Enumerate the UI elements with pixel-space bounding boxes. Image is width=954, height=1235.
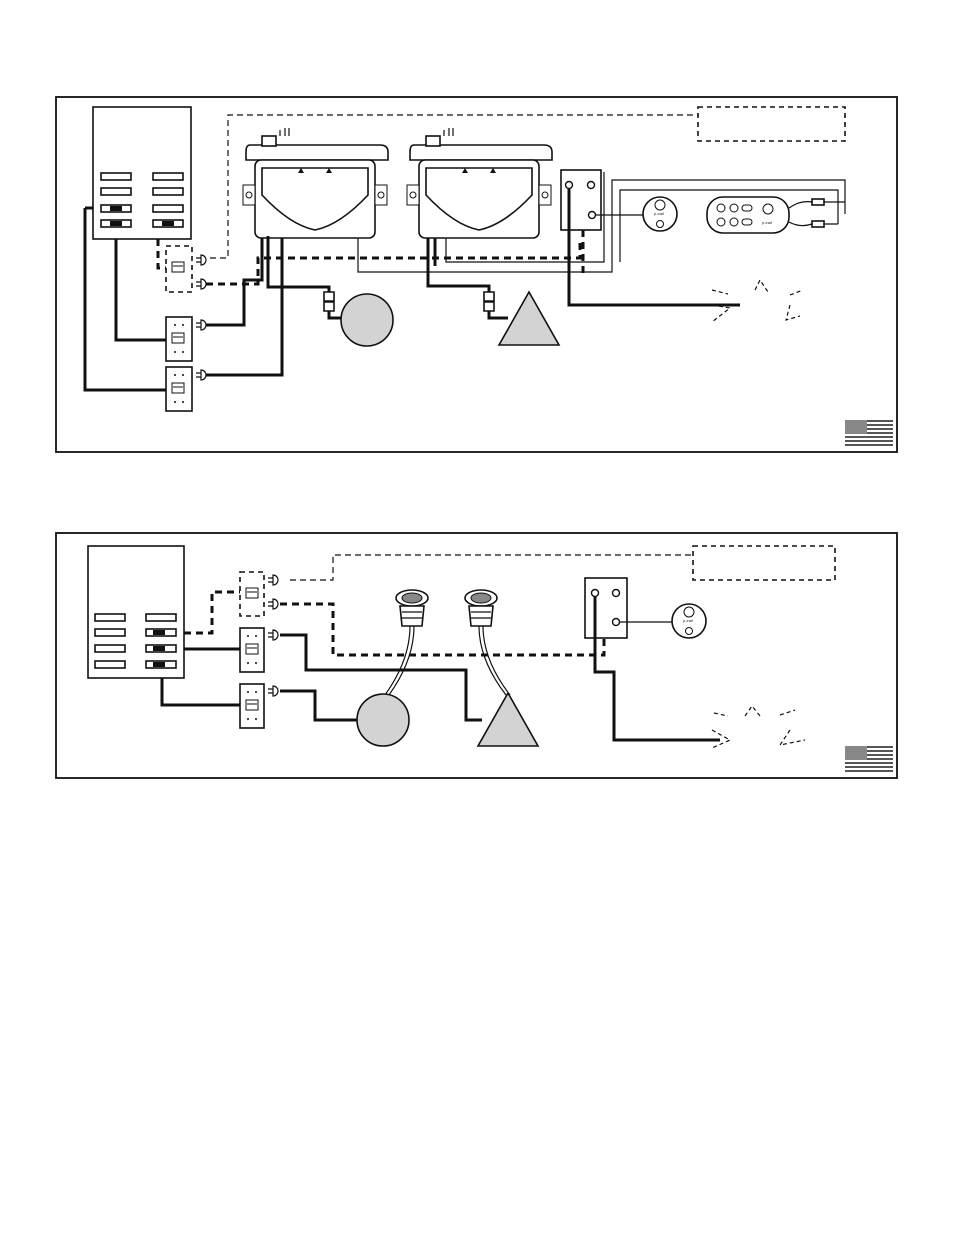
cord-2	[206, 236, 264, 327]
us-flag-icon	[845, 420, 893, 448]
keypad-connector	[811, 198, 825, 206]
note-box	[692, 545, 836, 581]
pearl-button-icon: p-earl	[642, 196, 678, 232]
pump-icon	[340, 293, 394, 347]
ground-line	[567, 189, 740, 307]
electrical-panel-icon	[87, 545, 185, 679]
panel-feed-a	[184, 590, 240, 635]
button-brand-1: p-earl	[654, 211, 664, 216]
gfci-outlet-icon	[165, 245, 193, 293]
pump-wire	[266, 236, 346, 320]
panel-feed-b	[114, 239, 166, 342]
diagram-2: p-earl	[55, 532, 898, 779]
blower-wire	[426, 238, 508, 320]
pearl-button-icon: p-earl	[671, 603, 707, 639]
ground-wire	[210, 114, 698, 259]
plug-icon	[268, 685, 279, 697]
module-link	[357, 179, 846, 273]
cord-3	[280, 689, 357, 722]
diagram-1: p-earl p-earl	[55, 96, 898, 453]
gfci-outlet-icon	[239, 627, 265, 673]
plug-icon	[196, 278, 207, 290]
control-module-icon	[406, 128, 553, 239]
plug-icon	[196, 369, 207, 381]
button-brand-2: p-earl	[683, 618, 693, 623]
note-box	[697, 106, 846, 142]
bonding-ground-icon	[711, 278, 804, 323]
keypad-wire	[619, 189, 839, 262]
cord-3	[206, 236, 284, 377]
electrical-panel-icon	[92, 106, 192, 240]
plug-icon	[268, 574, 279, 586]
pump-connector	[323, 291, 335, 312]
gfci-outlet-icon	[239, 571, 265, 617]
bonding-ground-icon	[711, 704, 806, 749]
blower-icon	[476, 691, 540, 747]
cord-1	[206, 240, 582, 286]
panel-feed-c	[160, 678, 240, 707]
plug-icon	[268, 629, 279, 641]
air-switch-button-icon	[395, 589, 429, 627]
air-hose	[384, 625, 415, 696]
junction-box-icon	[584, 577, 628, 639]
air-switch-button-icon	[464, 589, 498, 627]
plug-icon	[268, 598, 279, 610]
panel-feed-c	[83, 206, 166, 392]
module-link-2	[445, 172, 605, 263]
keypad-brand: p-earl	[762, 220, 772, 225]
keypad-icon: p-earl	[706, 196, 790, 234]
ground-wire	[290, 554, 693, 581]
ground-line	[593, 597, 720, 742]
pump-icon	[356, 693, 410, 747]
panel-feed-a	[156, 239, 168, 270]
plug-icon	[196, 254, 207, 266]
blower-icon	[497, 290, 561, 346]
plug-icon	[196, 319, 207, 331]
gfci-outlet-icon	[165, 316, 193, 362]
keypad-connector	[811, 220, 825, 228]
blower-connector	[483, 291, 495, 312]
gfci-outlet-icon	[239, 683, 265, 729]
gfci-outlet-icon	[165, 366, 193, 412]
cord-2	[280, 633, 482, 722]
air-hose	[478, 625, 511, 696]
us-flag-icon	[845, 746, 893, 774]
junction-box-icon	[560, 169, 602, 231]
control-module-icon	[242, 128, 389, 239]
